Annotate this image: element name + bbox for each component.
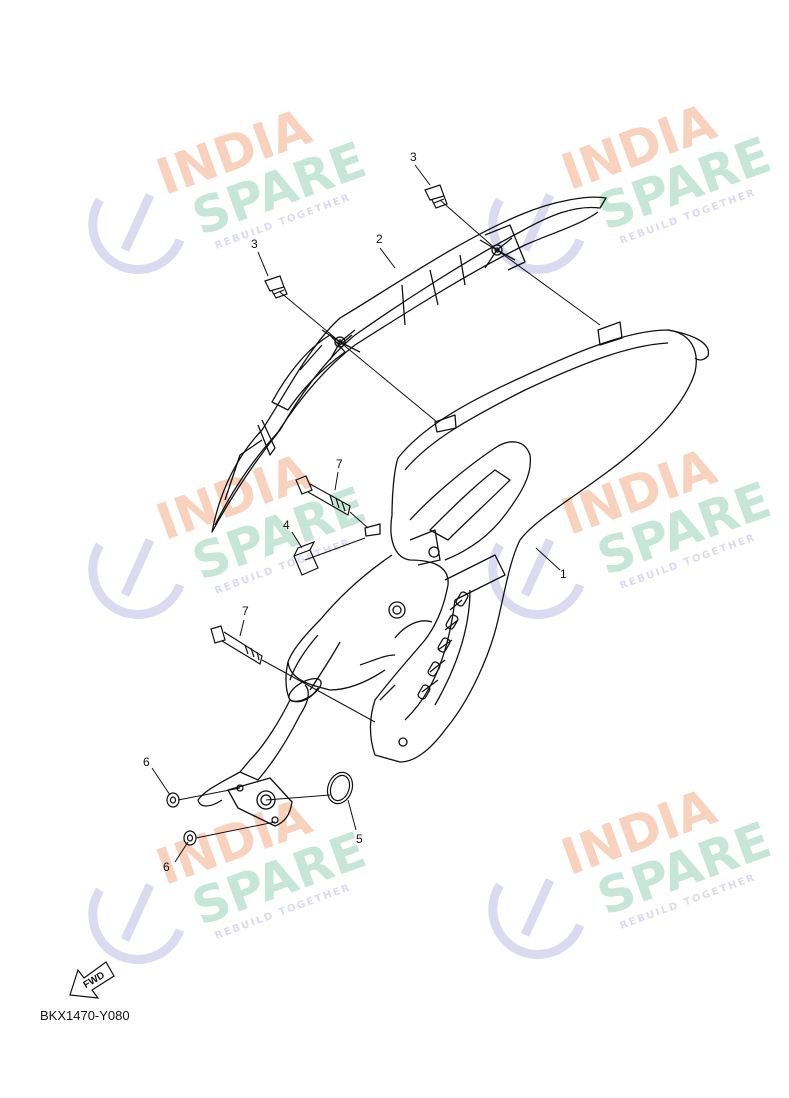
callout-4: 4 [283,518,290,532]
wrench-icon [88,538,185,619]
wrench-icon [488,878,585,959]
callout-5: 5 [356,832,363,846]
bolt-7-upper [295,475,351,516]
fwd-arrow-icon: FWD [69,961,115,999]
callout-1: 1 [560,567,567,581]
bolt-3-lower [264,275,288,299]
wrench-icon [88,193,185,274]
gasket-5 [326,771,354,805]
wrench-icon [488,193,585,274]
watermark-bottom-right: INDIA SPARE REBUILD TOGETHER [488,778,778,959]
wrench-icon [488,538,585,619]
callout-6-upper: 6 [143,755,150,769]
watermark-mid-left: INDIA SPARE REBUILD TOGETHER [88,443,373,619]
callout-3-upper: 3 [410,150,417,164]
callout-2: 2 [376,232,383,246]
watermark-top-left: INDIA SPARE REBUILD TOGETHER [88,98,373,274]
washer-6-upper [166,792,180,808]
wrench-icon [88,883,185,964]
bolt-7-lower [210,625,263,665]
callout-7-upper: 7 [336,457,343,471]
diagram-code: BKX1470-Y080 [40,1008,130,1023]
watermark-mid-right: INDIA SPARE REBUILD TOGETHER [488,438,778,619]
assembly-lines [151,164,601,863]
part-1-side-cover [364,321,709,763]
callout-3-lower: 3 [251,237,258,251]
exhaust-pipe [197,554,433,827]
bolt-3-upper [424,184,448,209]
callout-7-lower: 7 [242,604,249,618]
damper-4 [293,540,319,576]
callout-6-lower: 6 [163,860,170,874]
